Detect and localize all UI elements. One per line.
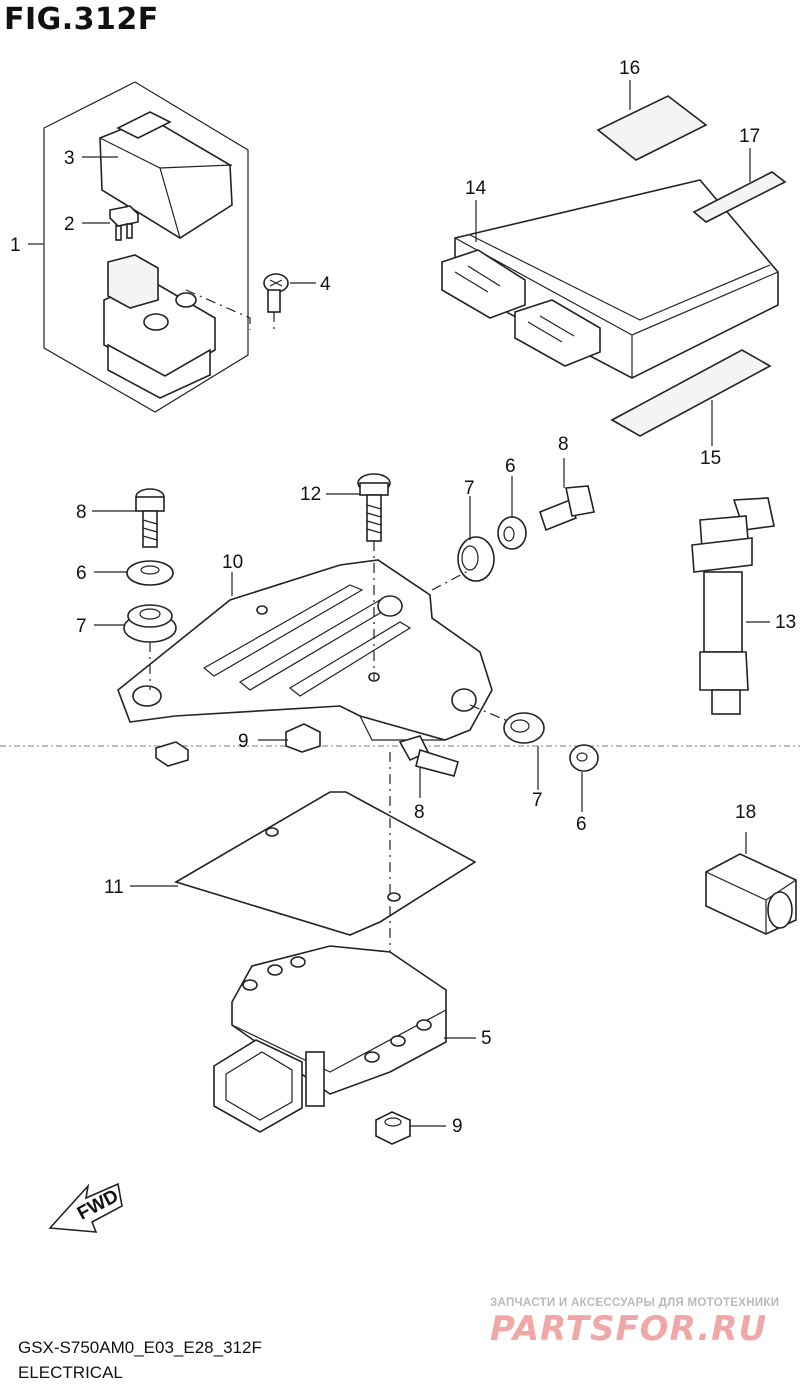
starter-relay[interactable] <box>103 254 216 399</box>
callout-2: 2 <box>64 214 75 235</box>
grommet-part-7-lower[interactable] <box>503 712 545 744</box>
bolt-part-8-left[interactable] <box>135 488 165 548</box>
watermark-brand: PARTSFOR.RU <box>490 1309 768 1349</box>
washer-part-6-upper[interactable] <box>497 516 527 550</box>
callout-17: 17 <box>739 126 760 147</box>
diagram-code: GSX-S750AM0_E03_E28_312F <box>18 1338 262 1357</box>
callout-16: 16 <box>619 58 640 79</box>
callout-9-lower: 9 <box>452 1116 463 1137</box>
section-name: ELECTRICAL <box>18 1363 123 1382</box>
nut-part-9-lower[interactable] <box>375 1111 411 1145</box>
callout-14: 14 <box>465 178 487 199</box>
bolt-part-8-lower[interactable] <box>398 735 459 777</box>
pad-part-17[interactable] <box>692 171 787 223</box>
callout-12: 12 <box>300 484 321 505</box>
leader-lines <box>28 80 770 1127</box>
callout-6-left: 6 <box>76 563 87 584</box>
pad-part-16[interactable] <box>596 95 708 161</box>
callout-6-upper: 6 <box>505 456 516 477</box>
callout-8-left: 8 <box>76 502 87 523</box>
washer-part-6-left[interactable] <box>126 560 174 586</box>
callout-8-lower: 8 <box>414 802 425 823</box>
ecu-unit[interactable] <box>441 179 779 379</box>
forward-direction-arrow: FWD <box>48 1182 123 1233</box>
fuse[interactable] <box>109 205 139 241</box>
nut-part-9-upper[interactable] <box>155 723 321 767</box>
callout-6-lower: 6 <box>576 814 587 835</box>
callout-3: 3 <box>64 148 75 169</box>
axis-line-lower-right <box>469 704 511 723</box>
callout-15: 15 <box>700 448 721 469</box>
callout-1: 1 <box>10 235 21 256</box>
callout-7-lower: 7 <box>532 790 543 811</box>
insulator-plate[interactable] <box>174 791 477 936</box>
callout-7-left: 7 <box>76 616 87 637</box>
grommet-part-7-left[interactable] <box>123 604 177 643</box>
washer-part-6-lower[interactable] <box>569 744 599 772</box>
callout-11: 11 <box>104 877 124 898</box>
screw-part-4[interactable] <box>263 273 289 330</box>
pad-part-15[interactable] <box>610 349 772 437</box>
regulator-rectifier[interactable] <box>213 945 447 1133</box>
bolt-part-12[interactable] <box>357 473 391 542</box>
callout-10: 10 <box>222 552 243 573</box>
sensor-connector[interactable] <box>705 853 797 935</box>
callout-7-upper: 7 <box>464 478 475 499</box>
assembly-outline <box>43 81 249 413</box>
callout-5: 5 <box>481 1028 492 1049</box>
relay-assembly-group[interactable] <box>43 81 289 413</box>
ecu-bracket[interactable] <box>117 559 493 741</box>
callout-4: 4 <box>320 274 331 295</box>
figure-title: FIG.312F <box>4 2 159 37</box>
grommet-part-7-upper[interactable] <box>457 536 495 582</box>
callout-labels: 1 3 2 4 16 17 14 15 8 6 7 10 12 7 6 8 13… <box>10 58 796 1137</box>
callout-9-upper: 9 <box>238 731 249 752</box>
callout-13: 13 <box>775 612 796 633</box>
callout-18: 18 <box>735 802 756 823</box>
callout-8-upper: 8 <box>558 434 569 455</box>
bolt-part-8-upper[interactable] <box>539 485 595 532</box>
axis-line-upper <box>431 569 471 591</box>
ignition-coil[interactable] <box>691 497 775 715</box>
watermark-tagline: ЗАПЧАСТИ И АКСЕССУАРЫ ДЛЯ МОТОТЕХНИКИ <box>490 1297 780 1309</box>
